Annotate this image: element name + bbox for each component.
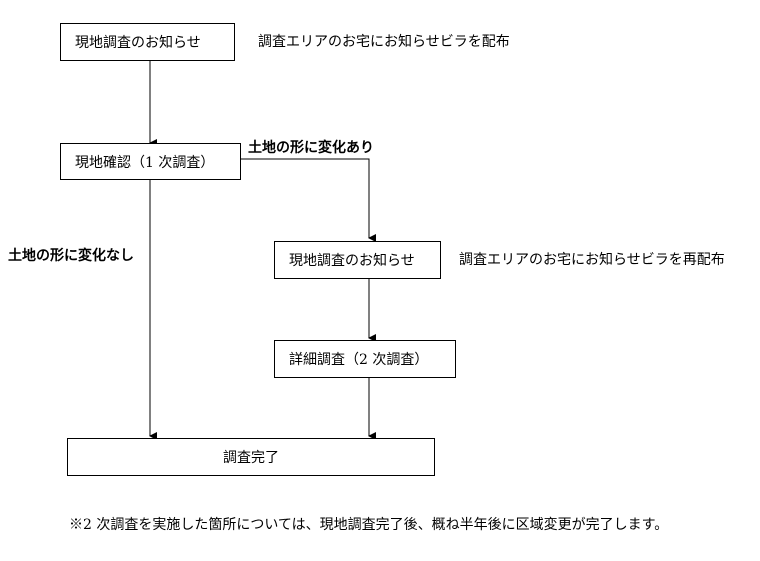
step-renotice-label: 現地調査のお知らせ: [289, 253, 415, 269]
step-complete-box: 調査完了: [67, 438, 435, 476]
arrow-step2-to-notice2: [240, 158, 376, 242]
step-notice-box: 現地調査のお知らせ: [60, 23, 235, 61]
step-complete-label: 調査完了: [223, 450, 279, 466]
condition-unchanged-label: 土地の形に変化なし: [8, 248, 134, 264]
step-renotice-box: 現地調査のお知らせ: [274, 241, 441, 279]
step-site-check-label: 現地確認（1 次調査）: [75, 154, 215, 171]
footnote-text: ※2 次調査を実施した箇所については、現地調査完了後、概ね半年後に区域変更が完了…: [69, 517, 669, 533]
condition-changed-label: 土地の形に変化あり: [248, 140, 374, 156]
step-detail-survey-label: 詳細調査（2 次調査）: [289, 352, 429, 368]
step-notice-note: 調査エリアのお宅にお知らせビラを配布: [258, 34, 510, 50]
step-notice-label: 現地調査のお知らせ: [75, 35, 201, 51]
step-renotice-note: 調査エリアのお宅にお知らせビラを再配布: [459, 252, 725, 268]
step-site-check-box: 現地確認（1 次調査）: [60, 143, 241, 180]
step-detail-survey-box: 詳細調査（2 次調査）: [274, 340, 456, 378]
